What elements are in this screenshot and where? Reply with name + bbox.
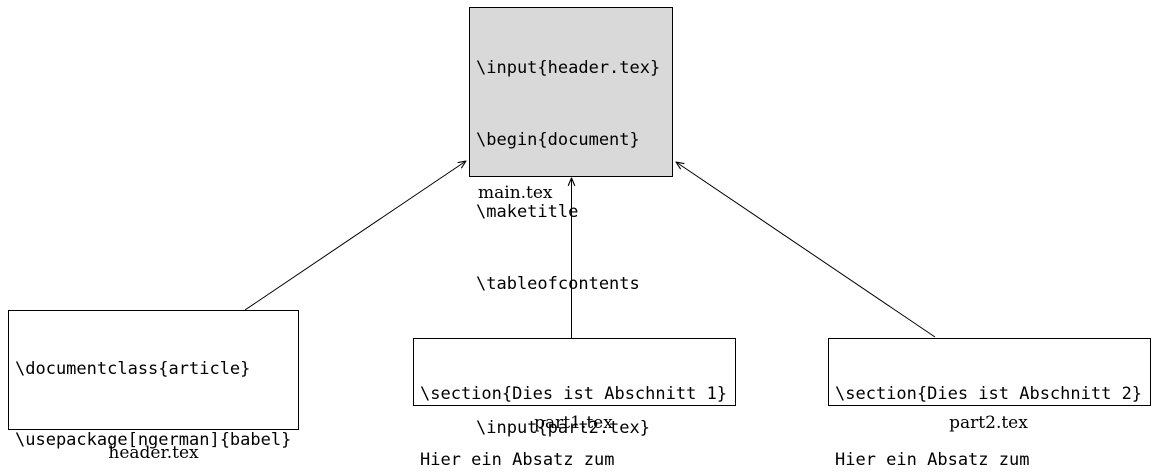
node-header-tex: \documentclass{article} \usepackage[nger… bbox=[8, 310, 299, 450]
node-label-header-tex: header.tex bbox=[108, 443, 199, 463]
edge-header-to-main-arrow bbox=[244, 160, 467, 311]
node-label-part1-tex: part1.tex bbox=[534, 413, 613, 433]
code-line: \section{Dies ist Abschnitt 1} bbox=[420, 384, 728, 404]
node-label-part2-tex: part2.tex bbox=[949, 413, 1028, 433]
code-line: \documentclass{article} bbox=[15, 359, 251, 380]
node-label-main-tex: main.tex bbox=[478, 183, 553, 203]
edge-part2-to-main-arrow bbox=[675, 161, 936, 338]
code-line: \usepackage[ngerman]{babel} bbox=[15, 429, 292, 450]
node-part1-tex: \section{Dies ist Abschnitt 1} Hier ein … bbox=[413, 338, 736, 470]
node-part2-tex: \section{Dies ist Abschnitt 2} Hier ein … bbox=[828, 338, 1151, 470]
code-line: \input{part2.tex} bbox=[476, 418, 650, 438]
code-line: \begin{document} bbox=[476, 130, 640, 150]
code-line: \tableofcontents bbox=[476, 274, 640, 294]
code-line: \input{header.tex} bbox=[476, 58, 661, 78]
code-line: \section{Dies ist Abschnitt 2} bbox=[835, 384, 1143, 404]
code-line: \maketitle bbox=[476, 202, 579, 222]
node-main-tex: \input{header.tex} \begin{document} \mak… bbox=[469, 7, 673, 438]
code-line: Hier ein Absatz zum bbox=[420, 450, 615, 470]
code-line: Hier ein Absatz zum bbox=[835, 450, 1030, 470]
